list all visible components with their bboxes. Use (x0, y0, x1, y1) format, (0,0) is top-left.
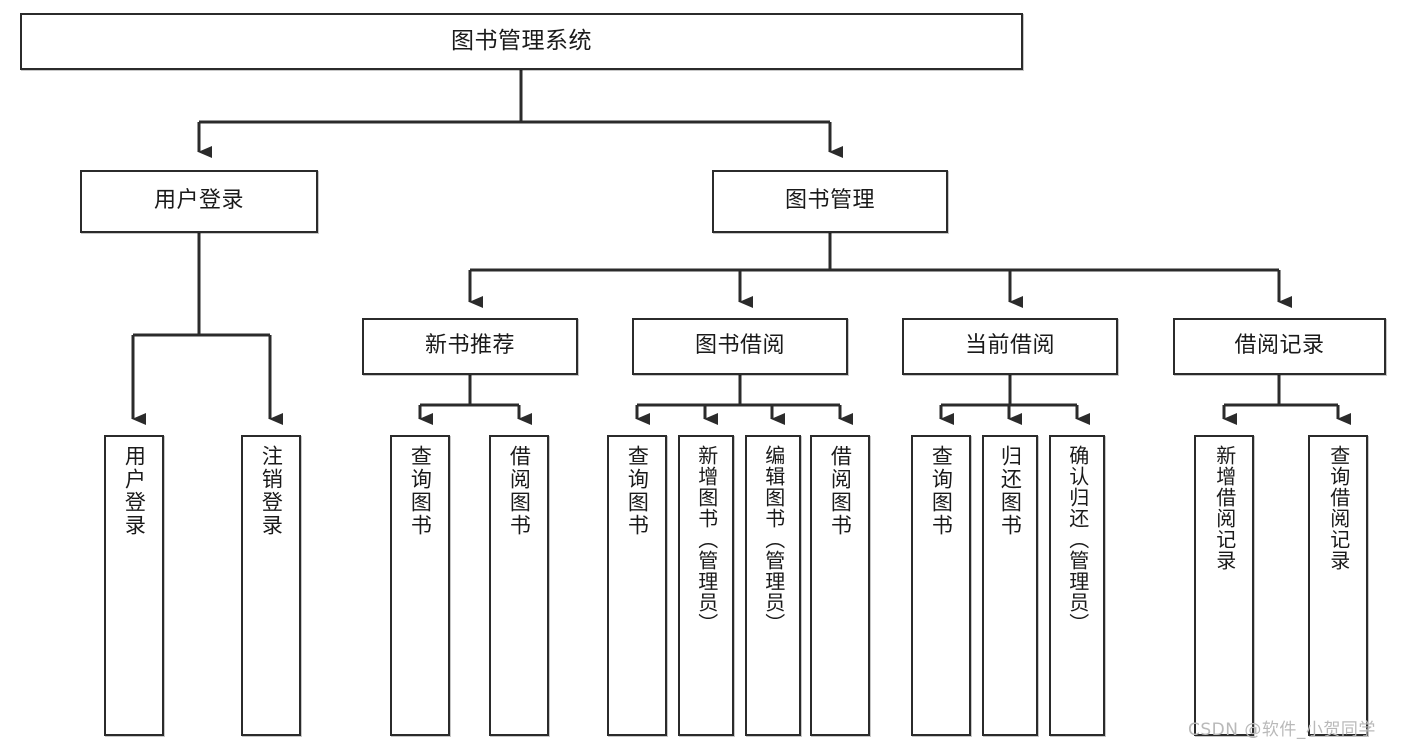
node-book-borrow-label: 图书借阅 (694, 333, 785, 359)
node-current-borrow[interactable]: 当前借阅 (902, 318, 1118, 375)
node-leaf-user-login[interactable]: 用户登录 (104, 435, 164, 736)
node-root-label: 图书管理系统 (451, 27, 592, 54)
node-current-borrow-label: 当前借阅 (964, 333, 1055, 359)
node-book-borrow[interactable]: 图书借阅 (632, 318, 848, 375)
node-leaf-query-book-1-label: 查询图书 (408, 445, 433, 537)
node-user-login[interactable]: 用户登录 (80, 170, 318, 233)
node-leaf-add-book-label: 新增图书（管理员） (694, 445, 719, 634)
node-leaf-add-borrow-record-label: 新增借阅记录 (1212, 445, 1237, 571)
node-leaf-return-book[interactable]: 归还图书 (982, 435, 1038, 736)
node-leaf-query-book-3[interactable]: 查询图书 (911, 435, 971, 736)
node-leaf-confirm-return-label: 确认归还（管理员） (1065, 445, 1090, 634)
node-leaf-logout-login[interactable]: 注销登录 (241, 435, 301, 736)
node-leaf-query-borrow-record[interactable]: 查询借阅记录 (1308, 435, 1368, 736)
node-new-book-recommend[interactable]: 新书推荐 (362, 318, 578, 375)
node-leaf-edit-book-label: 编辑图书（管理员） (761, 445, 786, 634)
node-root[interactable]: 图书管理系统 (20, 13, 1023, 70)
node-leaf-borrow-book-2[interactable]: 借阅图书 (810, 435, 870, 736)
node-leaf-query-book-2-label: 查询图书 (625, 445, 650, 537)
node-leaf-logout-login-label: 注销登录 (259, 445, 284, 537)
node-leaf-return-book-label: 归还图书 (998, 445, 1023, 537)
node-leaf-borrow-book-1-label: 借阅图书 (507, 445, 532, 537)
node-book-management-label: 图书管理 (784, 188, 875, 214)
node-leaf-edit-book[interactable]: 编辑图书（管理员） (745, 435, 801, 736)
node-leaf-user-login-label: 用户登录 (122, 445, 147, 537)
node-new-book-recommend-label: 新书推荐 (424, 333, 515, 359)
node-borrow-record-label: 借阅记录 (1234, 333, 1325, 359)
node-leaf-query-book-2[interactable]: 查询图书 (607, 435, 667, 736)
node-borrow-record[interactable]: 借阅记录 (1173, 318, 1386, 375)
node-leaf-add-book[interactable]: 新增图书（管理员） (678, 435, 734, 736)
node-leaf-add-borrow-record[interactable]: 新增借阅记录 (1194, 435, 1254, 736)
node-leaf-query-borrow-record-label: 查询借阅记录 (1326, 445, 1351, 571)
node-leaf-query-book-3-label: 查询图书 (929, 445, 954, 537)
csdn-watermark: CSDN @软件_小贺同学 (1188, 720, 1376, 740)
node-leaf-borrow-book-2-label: 借阅图书 (828, 445, 853, 537)
node-user-login-label: 用户登录 (153, 188, 244, 214)
node-leaf-query-book-1[interactable]: 查询图书 (390, 435, 450, 736)
node-leaf-confirm-return[interactable]: 确认归还（管理员） (1049, 435, 1105, 736)
node-leaf-borrow-book-1[interactable]: 借阅图书 (489, 435, 549, 736)
node-book-management[interactable]: 图书管理 (712, 170, 948, 233)
